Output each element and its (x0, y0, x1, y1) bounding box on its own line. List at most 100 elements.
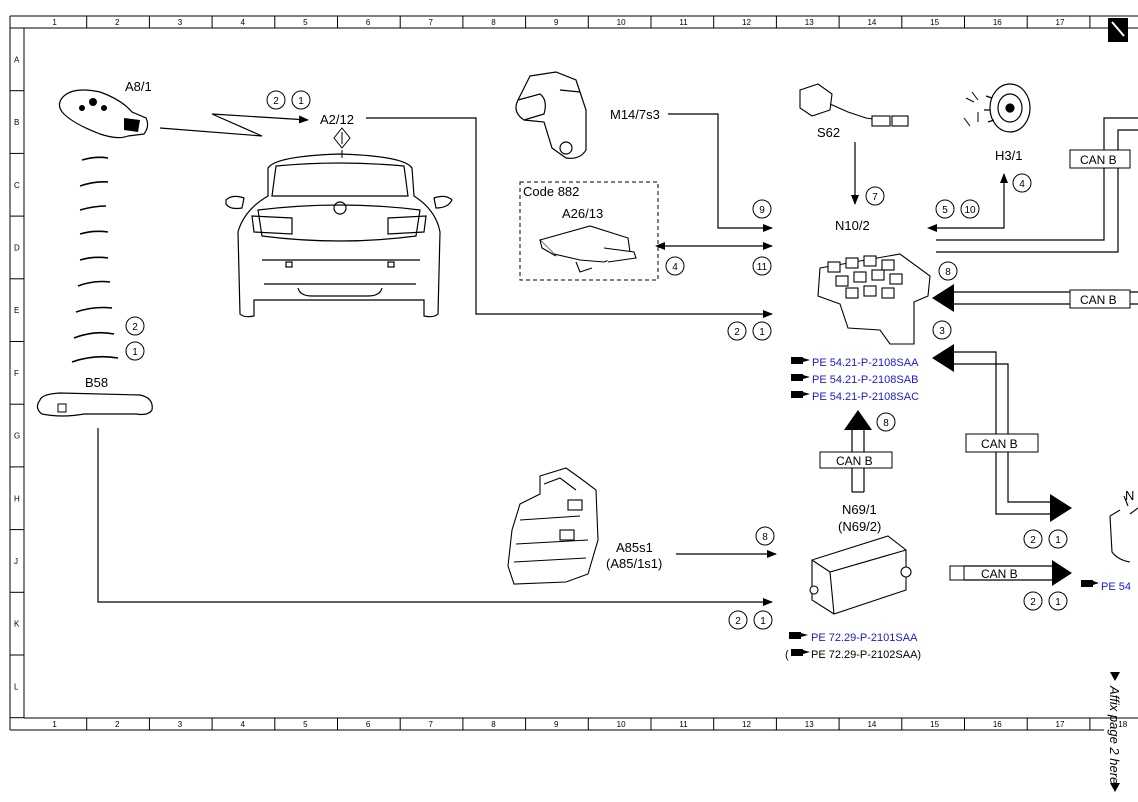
sam-control-unit-icon (817, 253, 931, 345)
marker-number: 10 (964, 205, 976, 216)
ruler-col-label: 15 (930, 720, 939, 729)
can-b-label-bottom: CAN B (981, 567, 1018, 581)
can-b-label-vertical: CAN B (836, 454, 873, 468)
ruler-col-label: 12 (742, 18, 751, 27)
pe-link-54-21-sab[interactable]: PE 54.21-P-2108SAB (812, 374, 918, 386)
cutoff-component-icon (1109, 495, 1138, 563)
ruler-col-label: 3 (178, 18, 183, 27)
ruler-col-label: 14 (867, 18, 876, 27)
label-b58: B58 (85, 375, 108, 390)
ruler-col-label: 2 (115, 18, 120, 27)
marker-2: 2 (727, 321, 747, 341)
marker-10: 10 (960, 199, 980, 219)
ruler-col-label: 2 (115, 720, 120, 729)
ref-link-icon-a (791, 357, 810, 364)
ruler-col-label: 17 (1056, 18, 1065, 27)
marker-number: 2 (1030, 535, 1036, 546)
ruler-col-label: 7 (429, 720, 434, 729)
marker-number: 3 (939, 326, 945, 337)
ruler-col-label: 15 (930, 18, 939, 27)
marker-8: 8 (755, 526, 775, 546)
can-bus-bottom (949, 560, 1072, 586)
ruler-row-label: G (14, 432, 20, 441)
marker-number: 2 (734, 327, 740, 338)
label-n69-1: N69/1 (842, 502, 877, 517)
marker-number: 4 (1019, 179, 1025, 190)
marker-8: 8 (938, 261, 958, 281)
marker-2: 2 (266, 90, 286, 110)
marker-number: 8 (883, 418, 889, 429)
pe-link-54-21-sac[interactable]: PE 54.21-P-2108SAC (812, 391, 919, 403)
door-control-unit-icon (809, 535, 912, 615)
can-bus-lower (952, 351, 1052, 515)
marker-number: 8 (762, 532, 768, 543)
wire-n10-2-to-h3-1 (927, 173, 1008, 232)
ruler-row-label: K (14, 620, 20, 629)
ref-link-icon-b (791, 374, 810, 381)
marker-1: 1 (752, 321, 772, 341)
ruler-col-label: 5 (303, 18, 308, 27)
marker-1: 1 (1048, 529, 1068, 549)
can-b-label-box-vertical (819, 451, 893, 469)
marker-number: 1 (759, 327, 765, 338)
can-b-label-box-lower (965, 433, 1039, 453)
ruler-row-label: C (14, 181, 20, 190)
label-code-882: Code 882 (523, 184, 579, 199)
signal-waves-icon (71, 156, 119, 363)
ruler-col-label: 9 (554, 720, 559, 729)
pe-ref-72-29-2102saa: PE 72.29-P-2102SAA) (811, 649, 921, 661)
label-a2-12: A2/12 (320, 112, 354, 127)
can-bus-lower-arrow-left (932, 344, 954, 372)
label-s62: S62 (817, 125, 840, 140)
ruler-col-label: 9 (554, 18, 559, 27)
door-handle-icon (36, 392, 153, 417)
ref-link-icon-n69-alt (791, 649, 810, 656)
sound-lines-icon (963, 91, 979, 127)
pe-open-paren: ( (785, 649, 789, 661)
pe-link-54-21-saa[interactable]: PE 54.21-P-2108SAA (812, 357, 919, 369)
marker-number: 1 (298, 96, 304, 107)
marker-number: 9 (759, 205, 765, 216)
control-module-icon (538, 225, 637, 273)
code-882-box (519, 181, 659, 281)
can-bus-lower-arrow-right (1050, 494, 1072, 522)
marker-number: 1 (1055, 597, 1061, 608)
label-a85s1: A85s1 (616, 540, 653, 555)
wire-a2-12-to-n10-2 (366, 117, 773, 318)
wire-m14-to-n10-2 (668, 113, 773, 232)
marker-11: 11 (752, 256, 772, 276)
marker-2: 2 (728, 610, 748, 630)
key-fob-icon (58, 89, 149, 139)
ruler-col-label: 12 (742, 720, 751, 729)
marker-4: 4 (665, 256, 685, 276)
can-b-label-top: CAN B (1080, 153, 1117, 167)
label-n69-2: (N69/2) (838, 519, 881, 534)
marker-number: 2 (273, 96, 279, 107)
marker-1: 1 (291, 90, 311, 110)
marker-7: 7 (865, 186, 885, 206)
marker-number: 2 (132, 322, 138, 333)
ruler-row-label: A (14, 55, 20, 64)
can-b-label-lower: CAN B (981, 437, 1018, 451)
ruler-col-label: 7 (429, 18, 434, 27)
ruler-col-label: 1 (52, 720, 57, 729)
can-b-label-middle: CAN B (1080, 293, 1117, 307)
ruler-col-label: 10 (617, 720, 626, 729)
label-m14-7s3: M14/7s3 (610, 107, 660, 122)
label-cutoff: N (1125, 488, 1134, 503)
pe-link-cutoff[interactable]: PE 54 (1101, 581, 1131, 593)
pe-link-72-29-2101saa[interactable]: PE 72.29-P-2101SAA (811, 632, 918, 644)
ruler-col-label: 4 (240, 720, 245, 729)
affix-page-note: Affix page 2 here (1107, 685, 1122, 784)
car-rear-icon (225, 153, 453, 318)
ruler-row-label: F (14, 369, 19, 378)
ruler-row-label: L (14, 682, 19, 691)
label-n10-2: N10/2 (835, 218, 870, 233)
label-a26-13: A26/13 (562, 206, 603, 221)
marker-number: 4 (672, 262, 678, 273)
ruler-col-label: 11 (679, 720, 688, 729)
marker-1: 1 (125, 341, 145, 361)
affix-arrow-top-icon (1110, 672, 1120, 681)
marker-2: 2 (125, 316, 145, 336)
